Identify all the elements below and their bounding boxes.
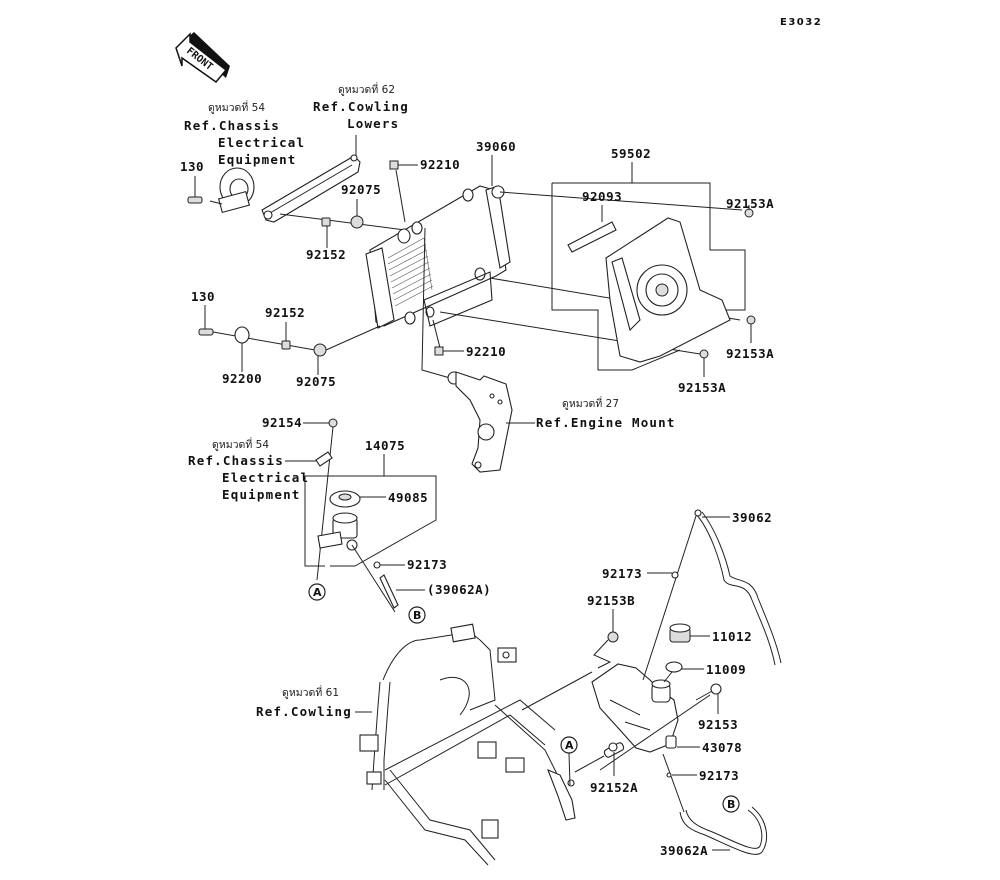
clamp-92173 [373, 561, 381, 569]
connector-b-right: B [722, 795, 740, 813]
callout-92173-2: 92173 [602, 566, 642, 581]
callout-92173-3: 92173 [699, 768, 739, 783]
bolt-92153 [695, 683, 722, 701]
svg-text:B: B [727, 798, 735, 811]
hose-39062A-ref [379, 574, 399, 609]
callout-92153B: 92153B [587, 593, 635, 608]
svg-text:Electrical: Electrical [218, 135, 305, 150]
bolt-130-top [187, 196, 203, 204]
ref-chassis-electrical-top: ดูหมวดที่ 54 Ref.Chassis Electrical Equi… [184, 100, 305, 167]
svg-text:A: A [565, 739, 574, 752]
callout-92093: 92093 [582, 189, 622, 204]
svg-text:Ref.Chassis: Ref.Chassis [184, 118, 280, 133]
ref-engine-mount: ดูหมวดที่ 27 Ref.Engine Mount [536, 396, 676, 430]
callout-92210: 92210 [420, 157, 460, 172]
callout-92152A: 92152A [590, 780, 638, 795]
radiator-cap-49085 [329, 490, 361, 508]
bolt-92153A-3 [699, 349, 709, 359]
callout-14075: 14075 [365, 438, 405, 453]
callout-11012: 11012 [712, 629, 752, 644]
svg-text:ดูหมวดที่ 54: ดูหมวดที่ 54 [208, 100, 265, 114]
callout-39060: 39060 [476, 139, 516, 154]
svg-text:ดูหมวดที่ 54: ดูหมวดที่ 54 [212, 437, 269, 451]
callout-39062: 39062 [732, 510, 772, 525]
callout-39062A-ref: (39062A) [427, 582, 491, 597]
svg-text:ดูหมวดที่ 27: ดูหมวดที่ 27 [562, 396, 619, 410]
callout-92153: 92153 [698, 717, 738, 732]
svg-text:Electrical: Electrical [222, 470, 309, 485]
engine-mount-bracket [447, 371, 513, 473]
ref-chassis-electrical-mid: ดูหมวดที่ 54 Ref.Chassis Electrical Equi… [188, 437, 309, 502]
collar-92152-b [281, 340, 291, 350]
radiator-39060 [365, 185, 511, 329]
svg-text:ดูหมวดที่ 61: ดูหมวดที่ 61 [282, 685, 339, 699]
nut-92210-top [389, 160, 399, 170]
collar-92152 [321, 217, 331, 227]
callout-43078: 43078 [702, 740, 742, 755]
callout-92152: 92152 [306, 247, 346, 262]
svg-text:Ref.Chassis: Ref.Chassis [188, 453, 284, 468]
callout-49085: 49085 [388, 490, 428, 505]
callout-92153A-3: 92153A [678, 380, 726, 395]
svg-text:Equipment: Equipment [218, 152, 297, 167]
bolt-130-bottom [198, 328, 214, 336]
svg-text:ดูหมวดที่ 62: ดูหมวดที่ 62 [338, 82, 395, 96]
fan-bracket-92093 [567, 221, 617, 253]
svg-text:Ref.Engine Mount: Ref.Engine Mount [536, 415, 676, 430]
callout-39062A: 39062A [660, 843, 708, 858]
svg-text:Ref.Cowling: Ref.Cowling [313, 99, 409, 114]
tank-bracket [547, 768, 576, 821]
grommet-92075 [350, 215, 364, 229]
callout-130-b: 130 [191, 289, 215, 304]
horn-part [217, 167, 255, 214]
collar-92152A [603, 742, 625, 758]
ref-cowling-lowers: ดูหมวดที่ 62 Ref.Cowling Lowers [313, 82, 409, 131]
connector-a-right: A [560, 736, 578, 754]
cowling-stay-bar [261, 154, 361, 223]
callout-92075: 92075 [341, 182, 381, 197]
grommet-92075-b [313, 343, 327, 357]
hose-39062 [694, 509, 782, 666]
callout-92173: 92173 [407, 557, 447, 572]
callout-130: 130 [180, 159, 204, 174]
callout-92200: 92200 [222, 371, 262, 386]
callout-92152-b: 92152 [265, 305, 305, 320]
callout-11009: 11009 [706, 662, 746, 677]
washer-92200 [234, 326, 250, 344]
ref-cowling: ดูหมวดที่ 61 Ref.Cowling [256, 685, 352, 719]
filler-neck [317, 512, 358, 551]
svg-text:B: B [413, 609, 421, 622]
callout-59502: 59502 [611, 146, 651, 161]
callout-92154: 92154 [262, 415, 302, 430]
tank-cap-11012 [669, 623, 691, 643]
connector-a-left: A [308, 583, 326, 601]
svg-text:Equipment: Equipment [222, 487, 301, 502]
callout-92210-b: 92210 [466, 344, 506, 359]
clamp-part [315, 451, 333, 467]
hose-39062A [679, 806, 768, 855]
fan-shroud-59502 [605, 217, 731, 363]
callout-92153A: 92153A [726, 196, 774, 211]
clamp-92173-2 [671, 571, 679, 579]
svg-text:A: A [313, 586, 322, 599]
seal-11009 [665, 661, 683, 673]
connector-b-left: B [408, 606, 426, 624]
nut-92210-bottom [434, 346, 444, 356]
clamp-92173-3 [666, 772, 672, 778]
bolt-92153B [607, 631, 619, 643]
grommet-43078 [665, 735, 677, 749]
callout-92153A-2: 92153A [726, 346, 774, 361]
diagram-code: E3032 [780, 17, 822, 28]
reservoir-tank [591, 663, 679, 753]
svg-text:Lowers: Lowers [347, 116, 399, 131]
screw-92154 [328, 418, 338, 428]
bolt-92153A-2 [746, 315, 756, 325]
svg-text:Ref.Cowling: Ref.Cowling [256, 704, 352, 719]
cowling-stay-frame [359, 623, 566, 866]
callout-92075-b: 92075 [296, 374, 336, 389]
front-arrow-icon: FRONT [175, 32, 230, 84]
